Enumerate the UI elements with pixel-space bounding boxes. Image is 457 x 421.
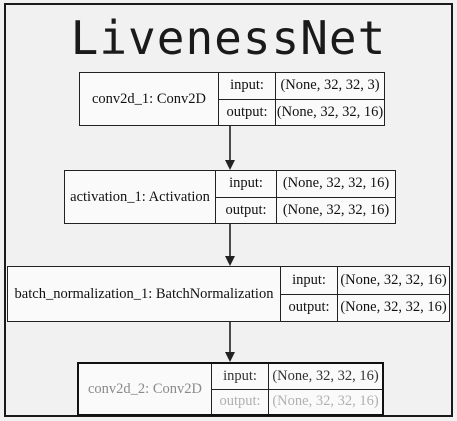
arrowhead-2-to-3 <box>225 256 235 266</box>
output-shape: (None, 32, 32, 16) <box>276 103 384 120</box>
layer-node-conv2d-1: conv2d_1: Conv2D input: output: (None, 3… <box>79 72 385 126</box>
output-label: output: <box>226 103 268 120</box>
layer-name: activation_1: Activation <box>65 171 216 223</box>
arrowhead-3-to-4 <box>225 352 235 362</box>
output-shape: (None, 32, 32, 16) <box>340 299 447 316</box>
arrowhead-1-to-2 <box>225 160 235 170</box>
output-label: output: <box>288 299 330 316</box>
input-shape: (None, 32, 32, 16) <box>269 364 382 390</box>
output-label: output: <box>219 393 261 410</box>
output-label: output: <box>225 201 267 218</box>
output-shape: (None, 32, 32, 16) <box>272 393 379 410</box>
output-shape: (None, 32, 32, 16) <box>282 201 390 218</box>
input-label: input: <box>216 171 276 198</box>
input-label: input: <box>281 267 337 295</box>
layer-name: batch_normalization_1: BatchNormalizatio… <box>8 267 281 321</box>
input-shape: (None, 32, 32, 3) <box>276 73 384 100</box>
diagram-title: LivenessNet <box>70 11 387 65</box>
layer-name: conv2d_2: Conv2D <box>79 364 212 414</box>
layer-node-batch-normalization-1: batch_normalization_1: BatchNormalizatio… <box>7 266 450 322</box>
input-label: input: <box>212 364 268 390</box>
layer-name: conv2d_1: Conv2D <box>80 73 219 125</box>
layer-node-activation-1: activation_1: Activation input: output: … <box>64 170 396 224</box>
input-shape: (None, 32, 32, 16) <box>277 171 395 198</box>
input-label: input: <box>219 73 275 100</box>
input-shape: (None, 32, 32, 16) <box>338 267 449 295</box>
layer-node-conv2d-2: conv2d_2: Conv2D input: output: (None, 3… <box>77 362 384 416</box>
